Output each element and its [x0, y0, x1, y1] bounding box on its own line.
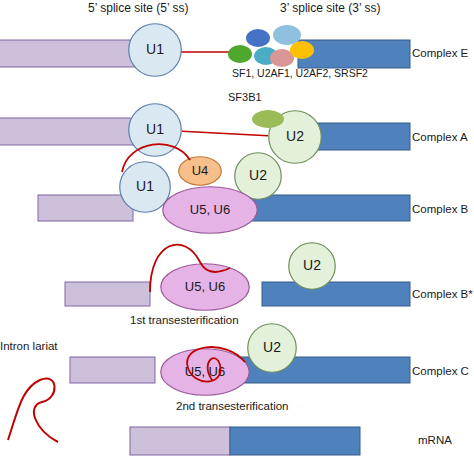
snrnp-label: U1	[128, 23, 182, 77]
snrnp-label: U2	[288, 242, 336, 290]
snrnp-circle: U1	[128, 103, 182, 157]
exon-5	[38, 195, 133, 221]
node-shape	[163, 187, 258, 234]
snrnp-circle: U5, U6	[160, 263, 250, 311]
snrnp-label: U2	[247, 323, 297, 373]
factor-oval	[290, 41, 314, 59]
snrnp-circle: U4	[178, 156, 222, 186]
exon-5	[70, 357, 155, 383]
annotation-label: mRNA	[418, 434, 452, 447]
annotation-label: Complex B*	[412, 288, 473, 301]
lariat-icon	[8, 378, 58, 442]
snrnp-label: U2	[268, 110, 322, 164]
snrnp-circle: U1	[128, 23, 182, 77]
snrnp-circle: U5, U6	[162, 186, 258, 234]
node-shape	[129, 24, 182, 77]
annotation-label: Complex A	[412, 131, 468, 144]
exon-3	[230, 427, 360, 455]
node-shape	[161, 349, 250, 396]
annotation-label: SF3B1	[228, 91, 262, 104]
snrnp-circle: U5, U6	[160, 348, 250, 396]
intron-line	[182, 131, 268, 135]
exon-3	[250, 195, 410, 221]
node-shape	[120, 162, 171, 213]
snrnp-circle: U2	[268, 110, 322, 164]
exon-5	[130, 427, 230, 455]
annotation-label: Complex E	[412, 47, 468, 60]
annotation-label: 3’ splice site (3’ ss)	[280, 2, 380, 16]
annotation-label: Complex B	[412, 203, 468, 216]
node-shape	[179, 157, 222, 186]
snrnp-label: U5, U6	[162, 186, 258, 234]
annotation-label: Intron lariat	[0, 340, 58, 353]
node-shape	[248, 324, 297, 373]
annotation-label: 5’ splice site (5’ ss)	[88, 2, 188, 16]
snrnp-label: U5, U6	[160, 348, 250, 396]
node-shape	[129, 104, 182, 157]
node-shape	[289, 243, 336, 290]
node-shape	[269, 111, 322, 164]
annotation-label: SF1, U2AF1, U2AF2, SRSF2	[232, 67, 368, 79]
snrnp-circle: U2	[247, 323, 297, 373]
node-shape	[161, 264, 250, 311]
snrnp-label: U4	[178, 156, 222, 186]
exon-5	[0, 118, 140, 145]
exon-5	[0, 40, 140, 67]
annotation-label: 1st transesterification	[130, 314, 239, 327]
annotation-label: Complex C	[412, 365, 469, 378]
factor-oval	[228, 45, 252, 63]
exon-3	[298, 40, 410, 68]
snrnp-label: U1	[128, 103, 182, 157]
annotation-label: 2nd transesterification	[176, 400, 289, 413]
exon-3	[262, 282, 410, 306]
factor-oval	[246, 29, 270, 47]
snrnp-circle: U2	[288, 242, 336, 290]
exon-5	[65, 282, 150, 306]
snrnp-label: U5, U6	[160, 263, 250, 311]
